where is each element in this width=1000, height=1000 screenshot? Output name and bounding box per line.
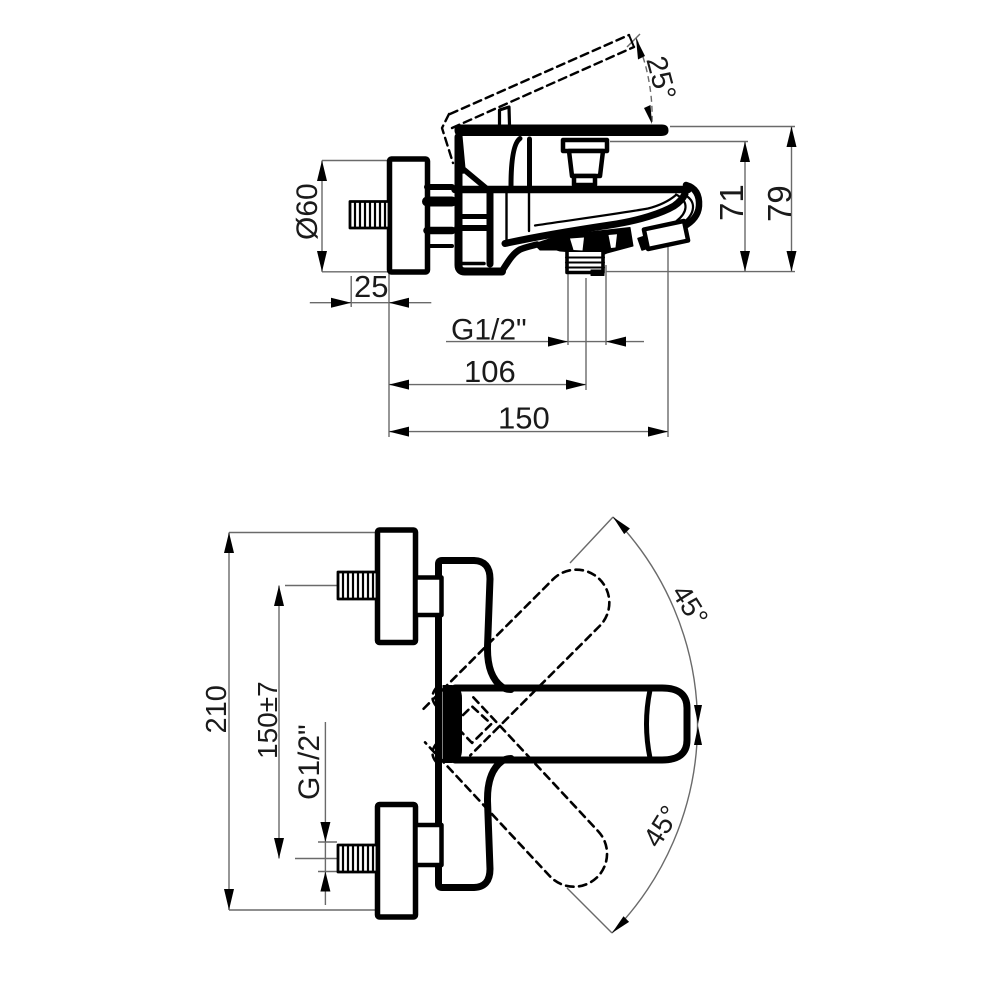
svg-text:150: 150 bbox=[498, 401, 550, 436]
svg-text:79: 79 bbox=[761, 185, 798, 222]
svg-text:106: 106 bbox=[464, 354, 516, 389]
svg-text:210: 210 bbox=[201, 685, 233, 733]
svg-text:G1/2": G1/2" bbox=[293, 724, 326, 800]
svg-text:G1/2": G1/2" bbox=[451, 314, 527, 347]
svg-text:150±7: 150±7 bbox=[252, 681, 283, 759]
svg-text:25: 25 bbox=[354, 269, 388, 304]
svg-text:71: 71 bbox=[713, 184, 750, 221]
svg-text:Ø60: Ø60 bbox=[291, 183, 324, 240]
